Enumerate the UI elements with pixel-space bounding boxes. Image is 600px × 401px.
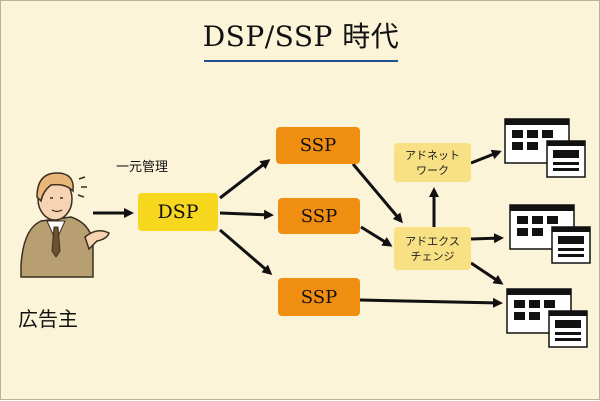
arrow-exchange-to-site-bottom (470, 261, 504, 285)
ad-network-label-line2: ワーク (416, 163, 449, 177)
central-management-label: 一元管理 (116, 160, 169, 175)
advertiser-person-icon (20, 172, 110, 278)
ssp-box-middle: SSP (278, 198, 360, 234)
ssp-label: SSP (300, 205, 338, 227)
arrow-adnetwork-to-site (470, 149, 502, 165)
ad-network-box: アドネット ワーク (394, 143, 471, 182)
arrow-ssp-middle-to-exchange (360, 225, 393, 247)
arrow-exchange-to-site-middle (470, 233, 504, 244)
ad-exchange-label-line1: アドエクス (405, 234, 460, 248)
ssp-label: SSP (300, 286, 338, 308)
ad-exchange-box: アドエクス チェンジ (394, 227, 471, 270)
ad-network-label-line1: アドネット (405, 148, 460, 162)
dsp-label: DSP (157, 201, 199, 223)
arrow-ssp-top-to-exchange (351, 163, 403, 224)
dsp-box: DSP (138, 193, 218, 231)
website-pages-icon (506, 288, 588, 348)
title-underline (204, 60, 398, 62)
website-pages-icon (504, 118, 586, 178)
arrow-dsp-to-ssp-top (219, 159, 271, 200)
ad-exchange-label-line2: チェンジ (410, 249, 455, 263)
ssp-box-bottom: SSP (278, 278, 360, 316)
arrow-ssp-bottom-to-site (359, 297, 503, 308)
advertiser-label: 広告主 (18, 307, 78, 331)
arrow-dsp-to-ssp-middle (219, 209, 274, 220)
ssp-box-top: SSP (276, 127, 360, 164)
ssp-label: SSP (299, 135, 337, 156)
page-title: DSP/SSP 時代 (202, 20, 400, 53)
arrow-dsp-to-ssp-bottom (219, 228, 273, 275)
website-pages-icon (509, 204, 591, 264)
